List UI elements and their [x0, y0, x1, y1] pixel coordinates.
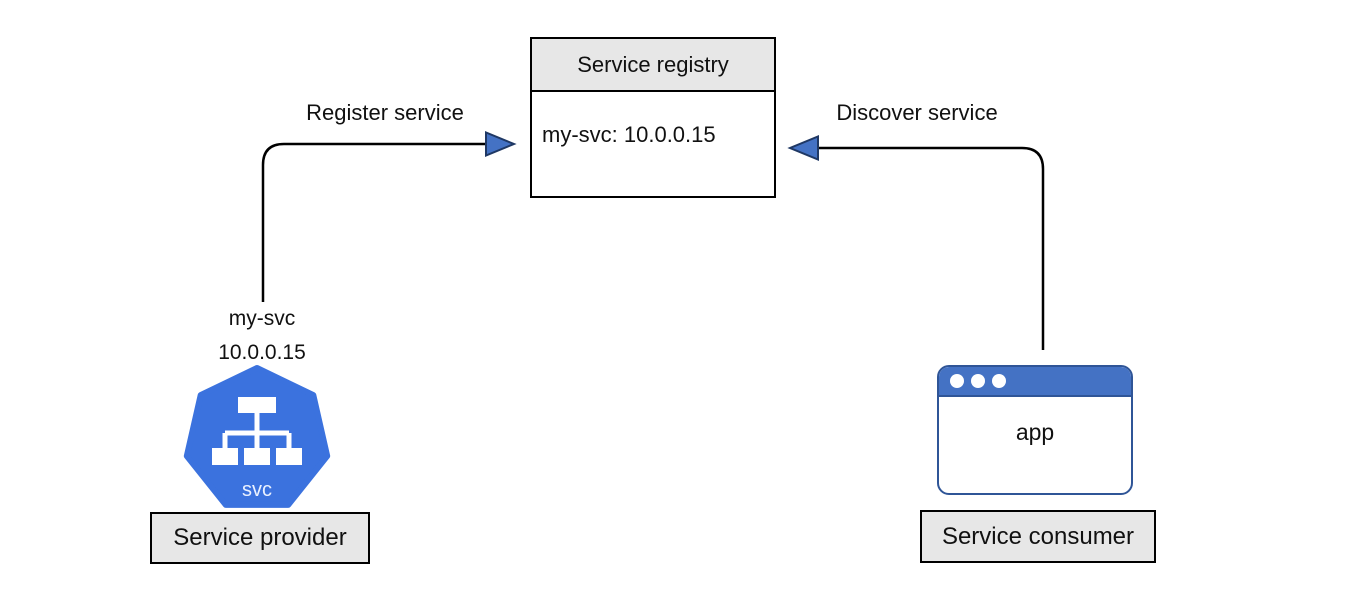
- service-tree-nodes: [212, 397, 302, 465]
- service-provider-box: Service provider: [150, 512, 370, 564]
- app-window-icon: app: [937, 365, 1133, 495]
- service-registry-entry: my-svc: 10.0.0.15: [542, 122, 716, 147]
- app-window-label: app: [1015, 419, 1055, 445]
- window-control-dot-icon: [992, 374, 1006, 388]
- service-consumer-box: Service consumer: [920, 510, 1156, 563]
- svc-icon-text: svc: [242, 479, 272, 501]
- app-window-titlebar: [939, 367, 1131, 397]
- provider-service-name: my-svc: [228, 307, 296, 330]
- discover-service-label: Discover service: [836, 100, 998, 125]
- arrowhead-left-icon: [787, 135, 819, 161]
- window-control-dot-icon: [971, 374, 985, 388]
- service-registry-title: Service registry: [532, 39, 774, 92]
- register-service-arrow: [261, 131, 517, 302]
- window-control-dot-icon: [950, 374, 964, 388]
- kubernetes-service-icon: svc: [183, 365, 331, 508]
- k8s-heptagon-shape: [183, 365, 331, 508]
- service-provider-label: Service provider: [173, 524, 347, 551]
- provider-service-ip: 10.0.0.15: [218, 341, 306, 364]
- service-consumer-label: Service consumer: [941, 522, 1135, 550]
- service-tree-glyph: [222, 410, 292, 449]
- register-service-label: Register service: [306, 100, 464, 125]
- service-registry-node: Service registry my-svc: 10.0.0.15: [530, 37, 776, 198]
- arrowhead-right-icon: [485, 131, 517, 157]
- discover-service-arrow: [787, 135, 1045, 350]
